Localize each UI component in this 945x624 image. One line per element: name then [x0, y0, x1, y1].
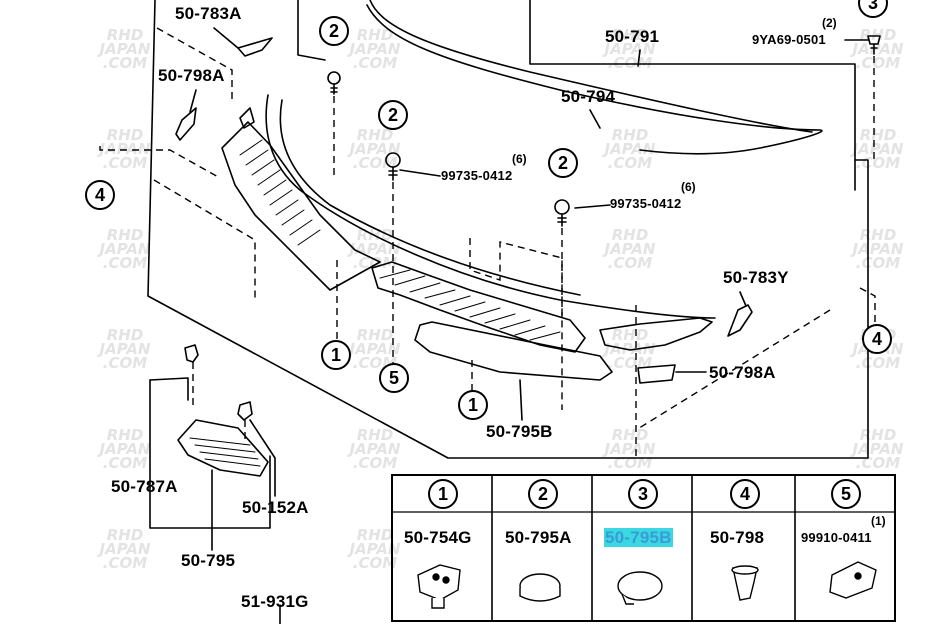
hood-edge-line — [297, 0, 326, 61]
cowl-curve-1 — [265, 94, 716, 319]
legend-part-50-754G: 50-754G — [404, 528, 472, 547]
legend-illustrations — [417, 561, 877, 609]
part-label-99735-0412-b: 99735-0412 — [610, 196, 682, 211]
legend-num-1: 1 — [428, 479, 458, 509]
callout-2: 2 — [378, 100, 408, 130]
part-qty-99735-b: (6) — [681, 180, 696, 194]
callout-5: 5 — [379, 363, 409, 393]
legend-clip-1 — [417, 564, 461, 601]
part-label-50-795B: 50-795B — [486, 422, 553, 441]
callout-2: 2 — [319, 16, 349, 46]
part-label-50-795: 50-795 — [181, 551, 236, 570]
legend-grid — [391, 474, 896, 622]
part-50-798A-right — [637, 364, 676, 384]
clip-left — [184, 344, 199, 363]
windshield-edge-1 — [369, 0, 813, 133]
clip-50-152A — [237, 401, 253, 421]
callout-1: 1 — [458, 390, 488, 420]
part-label-50-798A-left: 50-798A — [158, 66, 225, 85]
seal-50-795B — [414, 321, 613, 381]
callout-4: 4 — [862, 324, 892, 354]
bolt-99735-a — [385, 152, 401, 181]
part-label-50-791: 50-791 — [605, 27, 660, 46]
legend-num-2: 2 — [528, 479, 558, 509]
part-label-9YA69-0501: 9YA69-0501 — [752, 32, 826, 47]
legend-clip-3 — [617, 571, 663, 601]
cowl-grille-left — [221, 121, 381, 291]
legend-part-99910-0411: 99910-0411 — [801, 530, 872, 545]
inner-panel-outline — [529, 0, 856, 191]
cowl-curve-2 — [279, 99, 581, 296]
part-label-50-794: 50-794 — [561, 87, 616, 106]
part-50-783Y — [727, 304, 753, 337]
fastener-legend-table — [391, 474, 896, 622]
legend-part-50-795A: 50-795A — [505, 528, 572, 547]
cowl-right-piece — [599, 317, 713, 351]
cowl-grille-center — [371, 261, 586, 353]
part-label-50-783A: 50-783A — [175, 4, 242, 23]
part-label-50-787A: 50-787A — [111, 477, 178, 496]
part-50-798A-left — [175, 107, 197, 141]
legend-num-4: 4 — [730, 479, 760, 509]
legend-num-3: 3 — [628, 479, 658, 509]
callout-4: 4 — [85, 180, 115, 210]
legend-part-50-795B: 50-795B — [604, 528, 673, 547]
part-qty-9YA69: (2) — [822, 16, 837, 30]
side-panel-50-787A — [177, 419, 269, 477]
callout-1: 1 — [321, 340, 351, 370]
legend-clip-5 — [829, 561, 877, 599]
windshield-edge-2 — [366, 4, 823, 155]
part-50-783A — [237, 37, 273, 57]
panel-outline — [147, 0, 869, 459]
bolt-99735-b — [554, 199, 570, 227]
legend-qty-99910: (1) — [871, 514, 886, 528]
part-label-50-783Y: 50-783Y — [723, 268, 789, 287]
callout-2: 2 — [548, 148, 578, 178]
part-label-50-798A-right: 50-798A — [709, 363, 776, 382]
part-qty-99735-a: (6) — [512, 152, 527, 166]
clip-9YA69 — [867, 35, 881, 55]
bolt-top-left — [327, 71, 341, 95]
highlighted-part-number: 50-795B — [604, 528, 673, 547]
part-label-50-152A: 50-152A — [242, 498, 309, 517]
part-label-51-931G: 51-931G — [241, 592, 309, 611]
legend-part-50-798: 50-798 — [710, 528, 765, 547]
legend-num-5: 5 — [831, 479, 861, 509]
part-label-99735-0412-a: 99735-0412 — [441, 168, 513, 183]
